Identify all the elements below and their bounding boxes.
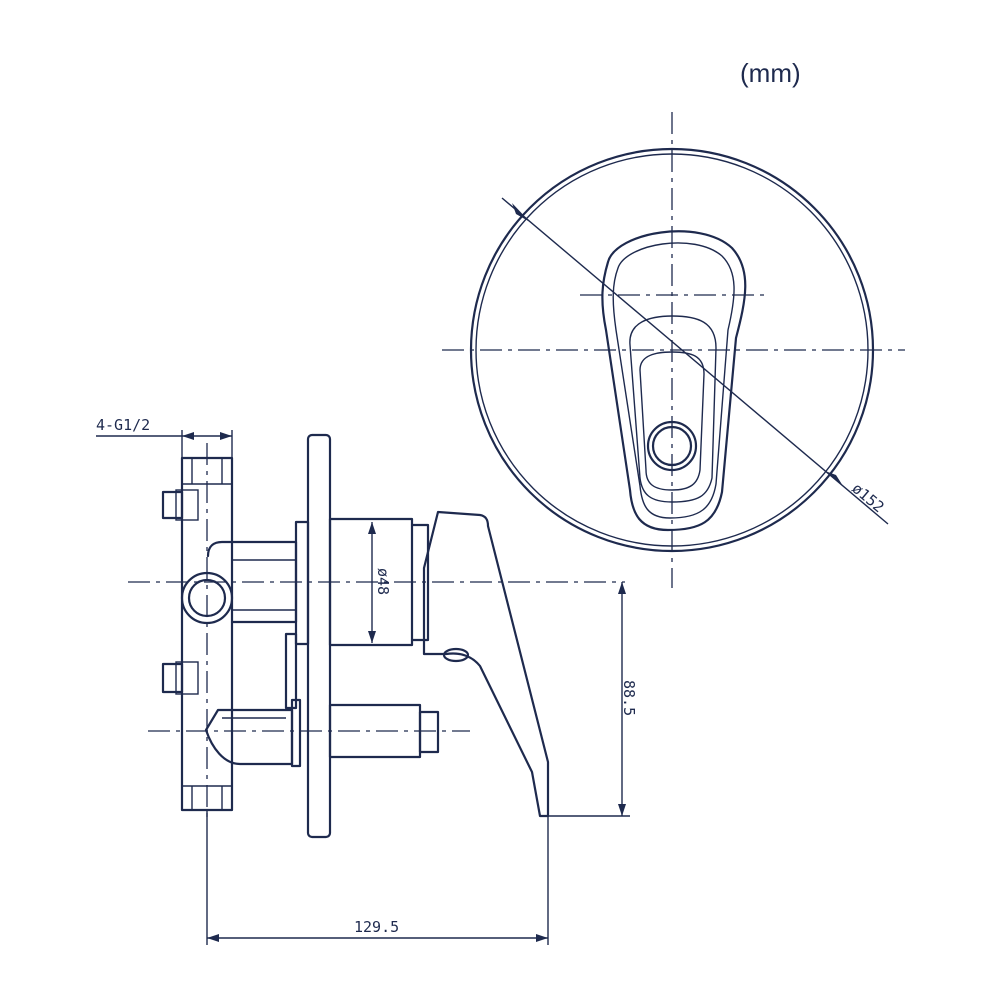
lever-pivot	[442, 647, 470, 663]
handle-body-collar	[410, 523, 430, 642]
cartridge-sleeve	[206, 540, 298, 624]
lever-handle-outline	[601, 230, 747, 532]
front-view: ø152	[442, 112, 905, 588]
diverter-body	[204, 708, 294, 766]
handle-cap-outer	[646, 420, 698, 472]
units-label: (mm)	[740, 58, 801, 88]
diverter-spindle-cap	[418, 710, 440, 754]
lower-inlet-stub	[161, 662, 184, 694]
handle-cap-inner	[651, 425, 693, 467]
overall-depth-label: 129.5	[354, 918, 399, 936]
plate-diameter-label: ø152	[848, 479, 887, 516]
lever-handle-inner-edge	[612, 242, 735, 519]
outlet-port-inner	[187, 578, 227, 618]
lever-handle-recess	[629, 315, 717, 503]
outlet-port-outer	[180, 571, 234, 625]
upper-inlet-stub	[161, 490, 184, 520]
lever-side-profile	[422, 510, 550, 818]
handle-drop-label: 88.5	[620, 680, 638, 716]
thread-label: 4-G1/2	[96, 416, 150, 434]
plate-diameter-arrow-bottom	[825, 471, 843, 486]
plate-diameter-arrow-top	[512, 203, 530, 222]
plate-diameter-leader	[501, 197, 889, 525]
body-diameter-label: ø48	[374, 568, 392, 595]
diverter-flange	[290, 698, 302, 768]
handle-body	[328, 517, 414, 647]
dimensions: 4-G1/2 ø48 88.5 129.5	[96, 416, 638, 945]
cover-plate-side	[306, 433, 332, 839]
lever-handle-recess-inner	[639, 351, 705, 491]
cartridge-flange	[294, 520, 310, 646]
side-view	[128, 433, 625, 839]
